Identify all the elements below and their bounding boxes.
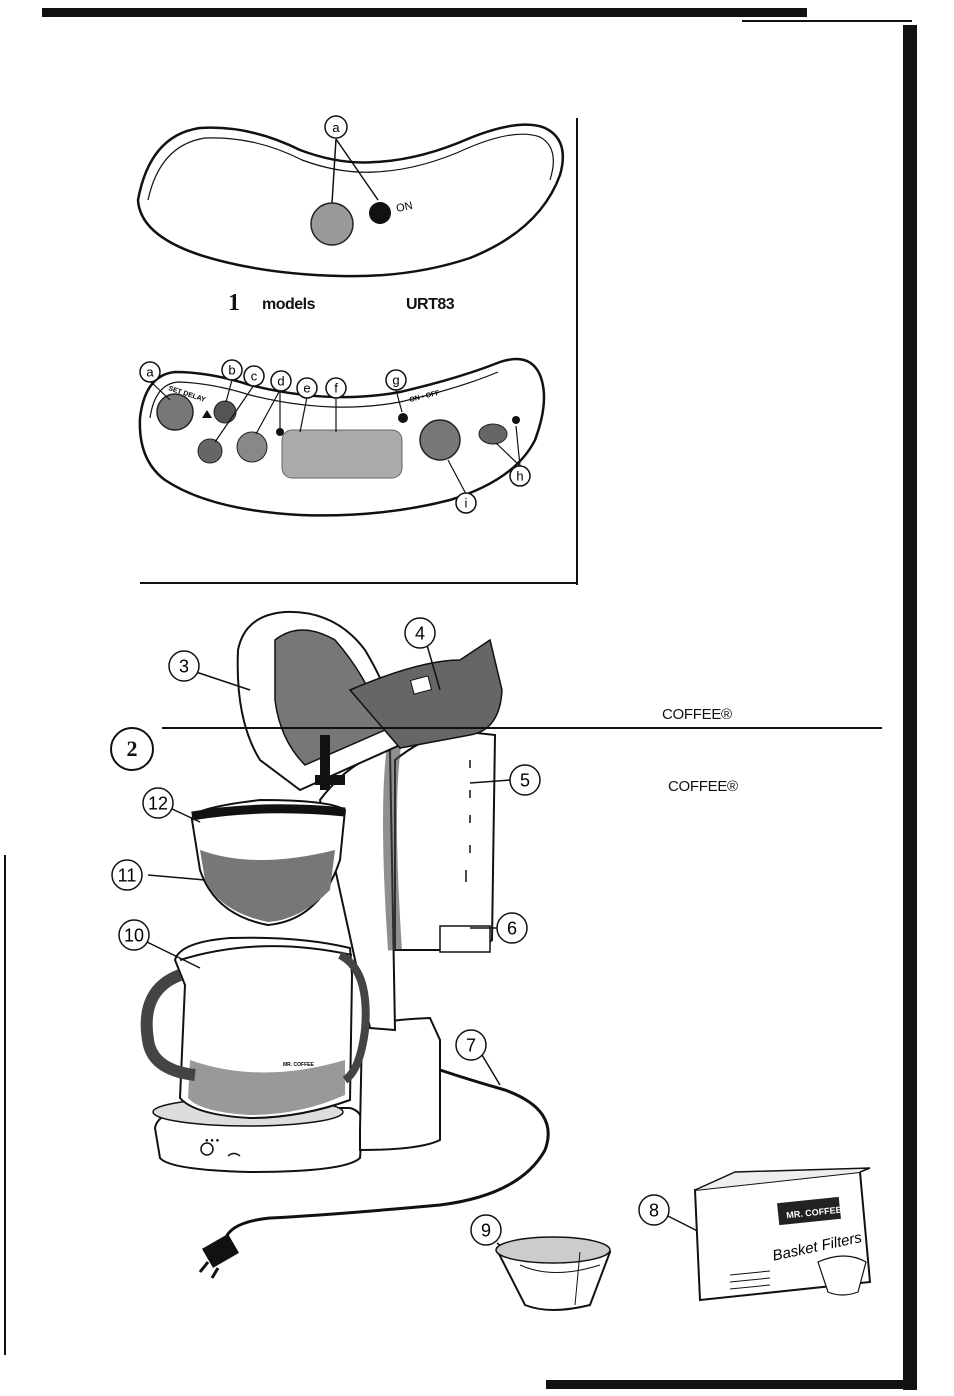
callout-4-label: 4 (415, 623, 425, 643)
callout-3-label: 3 (179, 656, 189, 676)
coffee-maker: ● ● ● MR. COFFEE (140, 610, 736, 1279)
callout-g-label: g (392, 373, 399, 388)
on-indicator-light (369, 202, 391, 224)
callout-e-circle (296, 377, 318, 399)
callout-c-circle (243, 365, 265, 387)
callout-9-circle (470, 1214, 502, 1246)
freshness-button (478, 423, 508, 445)
callout-8-label: 8 (649, 1200, 659, 1220)
callout-d-circle (270, 370, 292, 392)
callout-h-label: h (516, 469, 523, 484)
callout-6-circle (496, 912, 528, 944)
callout-12-label: 12 (148, 793, 168, 813)
callout-c-label: c (251, 369, 258, 384)
callout-d-label: d (277, 374, 284, 389)
freshness-indicator-light (512, 416, 520, 424)
carafe-brand: MR. COFFEE (283, 1062, 314, 1068)
program-button-gray (310, 202, 354, 246)
top-rule-secondary (742, 20, 912, 22)
models-word: models (262, 296, 316, 313)
callout-a-top (324, 115, 348, 139)
clock-button (236, 431, 268, 463)
callout-9-label: 9 (481, 1220, 491, 1240)
svg-text:● ● ●: ● ● ● (205, 1138, 220, 1144)
callout-a-circle (139, 361, 161, 383)
minute-button (197, 438, 223, 464)
panel-divider-horizontal (140, 582, 578, 584)
callout-12-circle (142, 787, 174, 819)
callout-5-circle (509, 764, 541, 796)
models-number: 1 (228, 290, 240, 316)
hour-button (213, 400, 237, 424)
permanent-filter (495, 1236, 612, 1311)
callout-8-circle (638, 1194, 670, 1226)
callout-5-label: 5 (520, 770, 530, 790)
footer-rule (162, 727, 882, 729)
callout-a-label: a (146, 365, 154, 380)
on-label: ON (395, 200, 414, 215)
callout-f-circle (325, 377, 347, 399)
callout-h-circle (509, 465, 531, 487)
callout-6-label: 6 (507, 918, 517, 938)
on-off-indicator-light (398, 413, 408, 423)
panel-divider-vertical (576, 118, 578, 585)
callout-b-circle (221, 359, 243, 381)
callout-7-circle (455, 1029, 487, 1061)
callout-11-label: 11 (118, 865, 137, 885)
basket-filters-box: MR. COFFEE Basket Filters (693, 1167, 872, 1302)
on-off-button (419, 419, 461, 461)
callout-g-circle (385, 369, 407, 391)
bottom-rule (546, 1380, 906, 1389)
callout-i-label: i (465, 496, 468, 511)
callout-7-label: 7 (466, 1035, 476, 1055)
top-rule (42, 8, 807, 17)
display-window (281, 429, 403, 479)
panel-callouts: a b c d e f g h i (139, 359, 531, 514)
callout-10-circle (118, 919, 150, 951)
page-number: 2 (110, 727, 154, 771)
side-text-coffee-1: COFFEE® (662, 706, 732, 723)
callout-10-label: 10 (124, 925, 144, 945)
callout-a-top-label: a (332, 120, 340, 135)
right-rule (903, 25, 917, 1390)
side-text-coffee-2: COFFEE® (668, 778, 738, 795)
control-panel-basic: ON a (136, 115, 565, 278)
callout-b-label: b (228, 363, 235, 378)
models-code: URT83 (406, 296, 455, 313)
callout-e-label: e (303, 381, 310, 396)
callout-f-label: f (334, 381, 338, 396)
left-rule (4, 855, 6, 1355)
on-off-label: ON • OFF (409, 390, 441, 404)
callout-4-circle (404, 617, 436, 649)
callout-11-circle (111, 859, 143, 891)
callout-i-circle (455, 492, 477, 514)
callout-3-circle (168, 650, 200, 682)
delay-indicator-light (276, 428, 284, 436)
machine-callouts: 3 4 5 6 7 8 9 10 11 12 (111, 617, 670, 1246)
set-delay-button (156, 393, 194, 431)
